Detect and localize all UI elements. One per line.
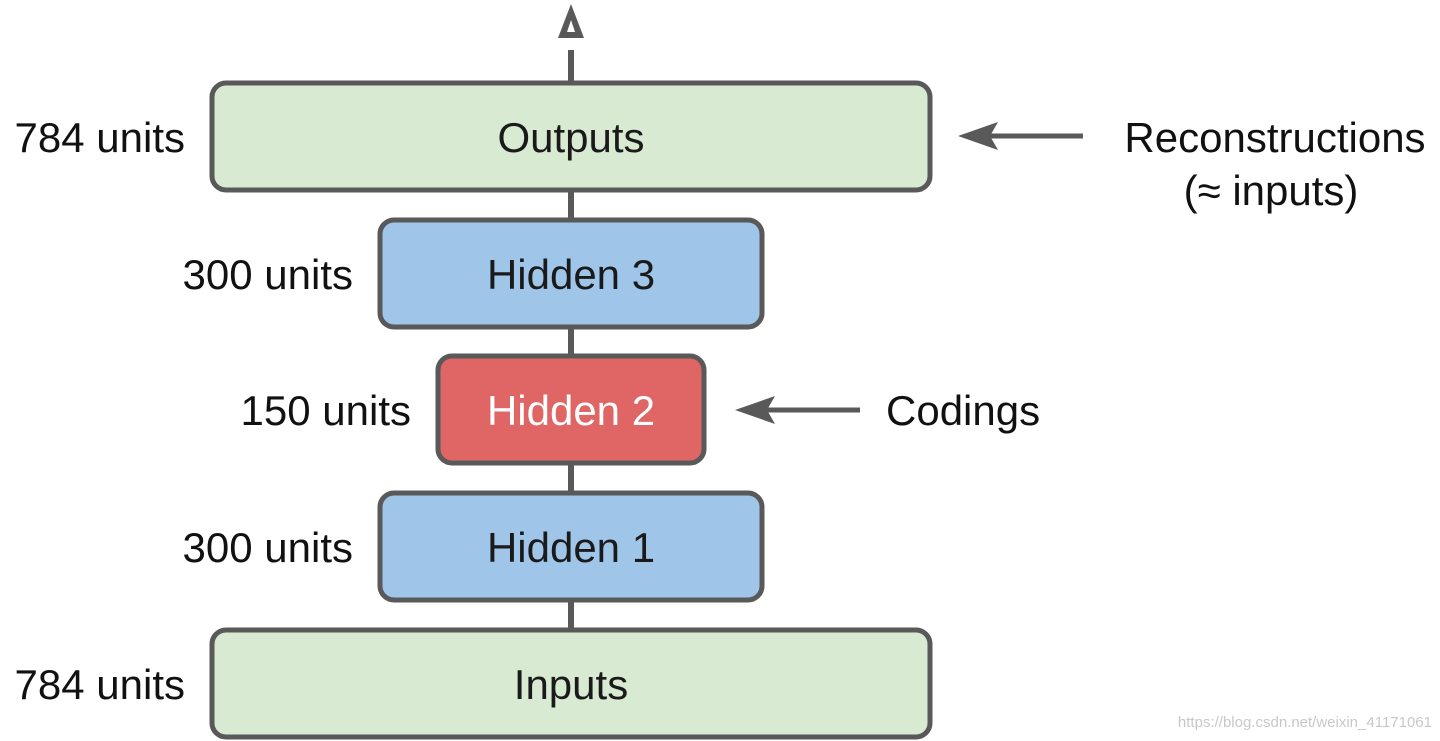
reconstructions-annotation: Reconstructions (≈ inputs) xyxy=(958,114,1426,214)
layer-hidden2: Hidden 2 150 units xyxy=(241,353,707,466)
hidden1-label: Hidden 1 xyxy=(487,524,655,571)
outputs-units: 784 units xyxy=(15,114,185,161)
layer-inputs: Inputs 784 units xyxy=(15,627,933,740)
hidden2-label: Hidden 2 xyxy=(487,387,655,434)
outputs-box xyxy=(209,80,933,193)
inputs-units: 784 units xyxy=(15,661,185,708)
hidden2-units: 150 units xyxy=(241,387,411,434)
layer-outputs: Outputs 784 units xyxy=(15,80,933,193)
reconstructions-label-line1: Reconstructions xyxy=(1124,114,1425,161)
watermark-text: https://blog.csdn.net/weixin_41171061 xyxy=(1178,714,1432,731)
reconstructions-arrow-icon xyxy=(958,122,998,150)
codings-label: Codings xyxy=(886,387,1040,434)
reconstructions-label-line2: (≈ inputs) xyxy=(1184,167,1359,214)
hidden3-box xyxy=(377,217,765,330)
layer-hidden3: Hidden 3 300 units xyxy=(183,217,765,330)
outputs-label: Outputs xyxy=(497,114,644,161)
hidden1-box xyxy=(377,490,765,603)
codings-arrow-icon xyxy=(735,396,775,424)
layer-hidden1: Hidden 1 300 units xyxy=(183,490,765,603)
hidden2-box xyxy=(435,353,707,466)
inputs-box xyxy=(209,627,933,740)
output-arrow-inner-icon xyxy=(567,20,575,32)
hidden1-units: 300 units xyxy=(183,524,353,571)
hidden3-label: Hidden 3 xyxy=(487,251,655,298)
hidden3-units: 300 units xyxy=(183,251,353,298)
codings-annotation: Codings xyxy=(735,387,1040,434)
inputs-label: Inputs xyxy=(514,661,628,708)
